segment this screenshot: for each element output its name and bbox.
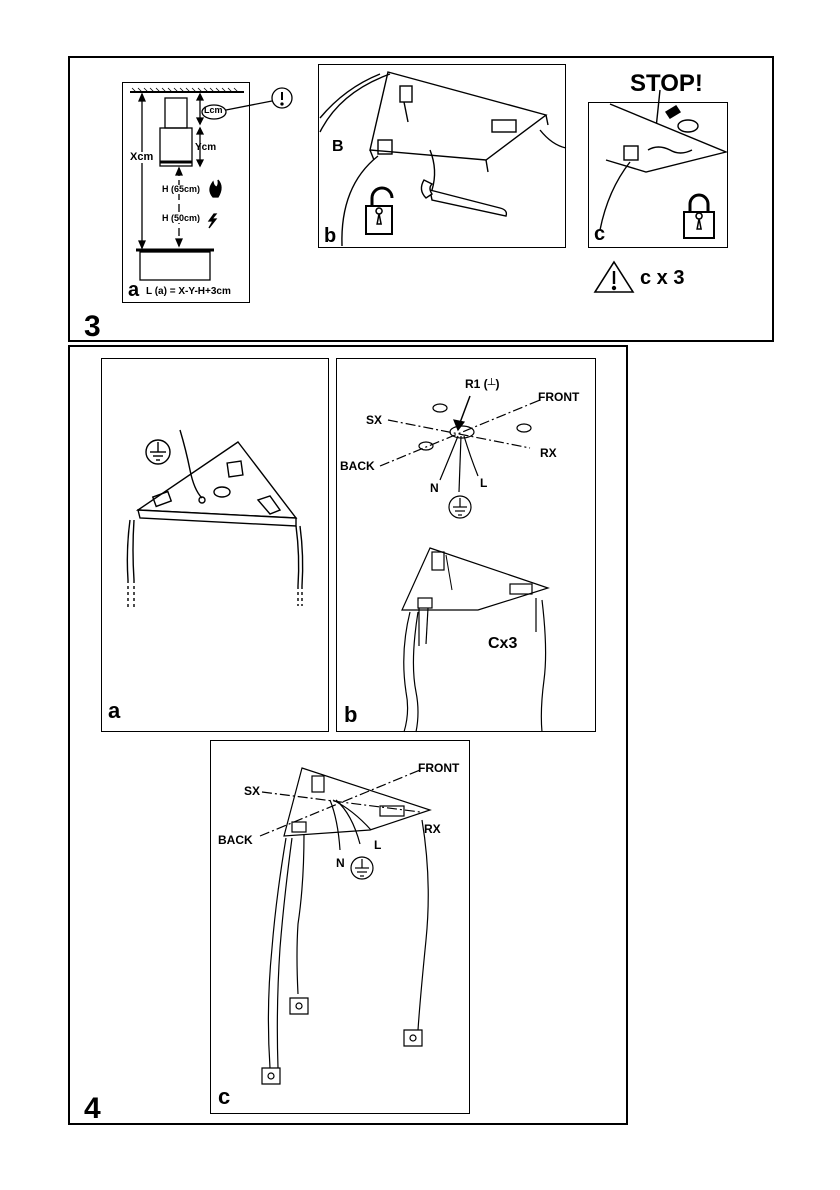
step4-panel-a	[101, 358, 329, 732]
step4-number: 4	[84, 1092, 101, 1125]
step4-b-sx: SX	[366, 413, 383, 427]
step3-panel-a	[122, 82, 250, 303]
step4-panel-a-letter: a	[108, 698, 121, 723]
step4-panel-c-letter: c	[218, 1084, 231, 1109]
step3-number: 3	[84, 310, 101, 343]
step4-c-front: FRONT	[418, 761, 460, 775]
step3-label-h65: H (65cm)	[162, 184, 201, 194]
step3-label-xcm: Xcm	[130, 151, 154, 163]
step3-panel-b-label-b: B	[332, 138, 344, 155]
step4-c-back: BACK	[218, 833, 253, 847]
step4-b-l: L	[480, 476, 488, 490]
step4-b-r1: R1 (┴)	[465, 377, 500, 391]
step3-label-h50: H (50cm)	[162, 213, 201, 223]
step4-b-n: N	[430, 481, 439, 495]
step4-b-front: FRONT	[538, 390, 580, 404]
step3-stop-text: STOP!	[630, 70, 703, 97]
step3-panel-a-letter: a	[128, 279, 140, 301]
step4-c-n: N	[336, 856, 345, 870]
ceiling-mount-icon: ┴	[487, 379, 496, 391]
step4-c-sx: SX	[244, 784, 261, 798]
step3-panel-c-letter: c	[594, 223, 606, 245]
step4-b-cx3: Cx3	[488, 635, 518, 652]
step4-panel-b-letter: b	[344, 702, 358, 727]
step3-formula: L (a) = X-Y-H+3cm	[146, 286, 231, 297]
step3-label-ycm: Ycm	[195, 142, 217, 153]
step4-b-rx: RX	[540, 446, 557, 460]
step3-panel-b-letter: b	[324, 225, 337, 247]
step3-repeat-text: c x 3	[640, 267, 685, 289]
step4-c-l: L	[374, 838, 382, 852]
step4-c-rx: RX	[424, 822, 441, 836]
step4-panel-b	[336, 358, 596, 732]
step4-b-back: BACK	[340, 459, 375, 473]
step3-label-lcm: Lcm	[204, 105, 223, 115]
